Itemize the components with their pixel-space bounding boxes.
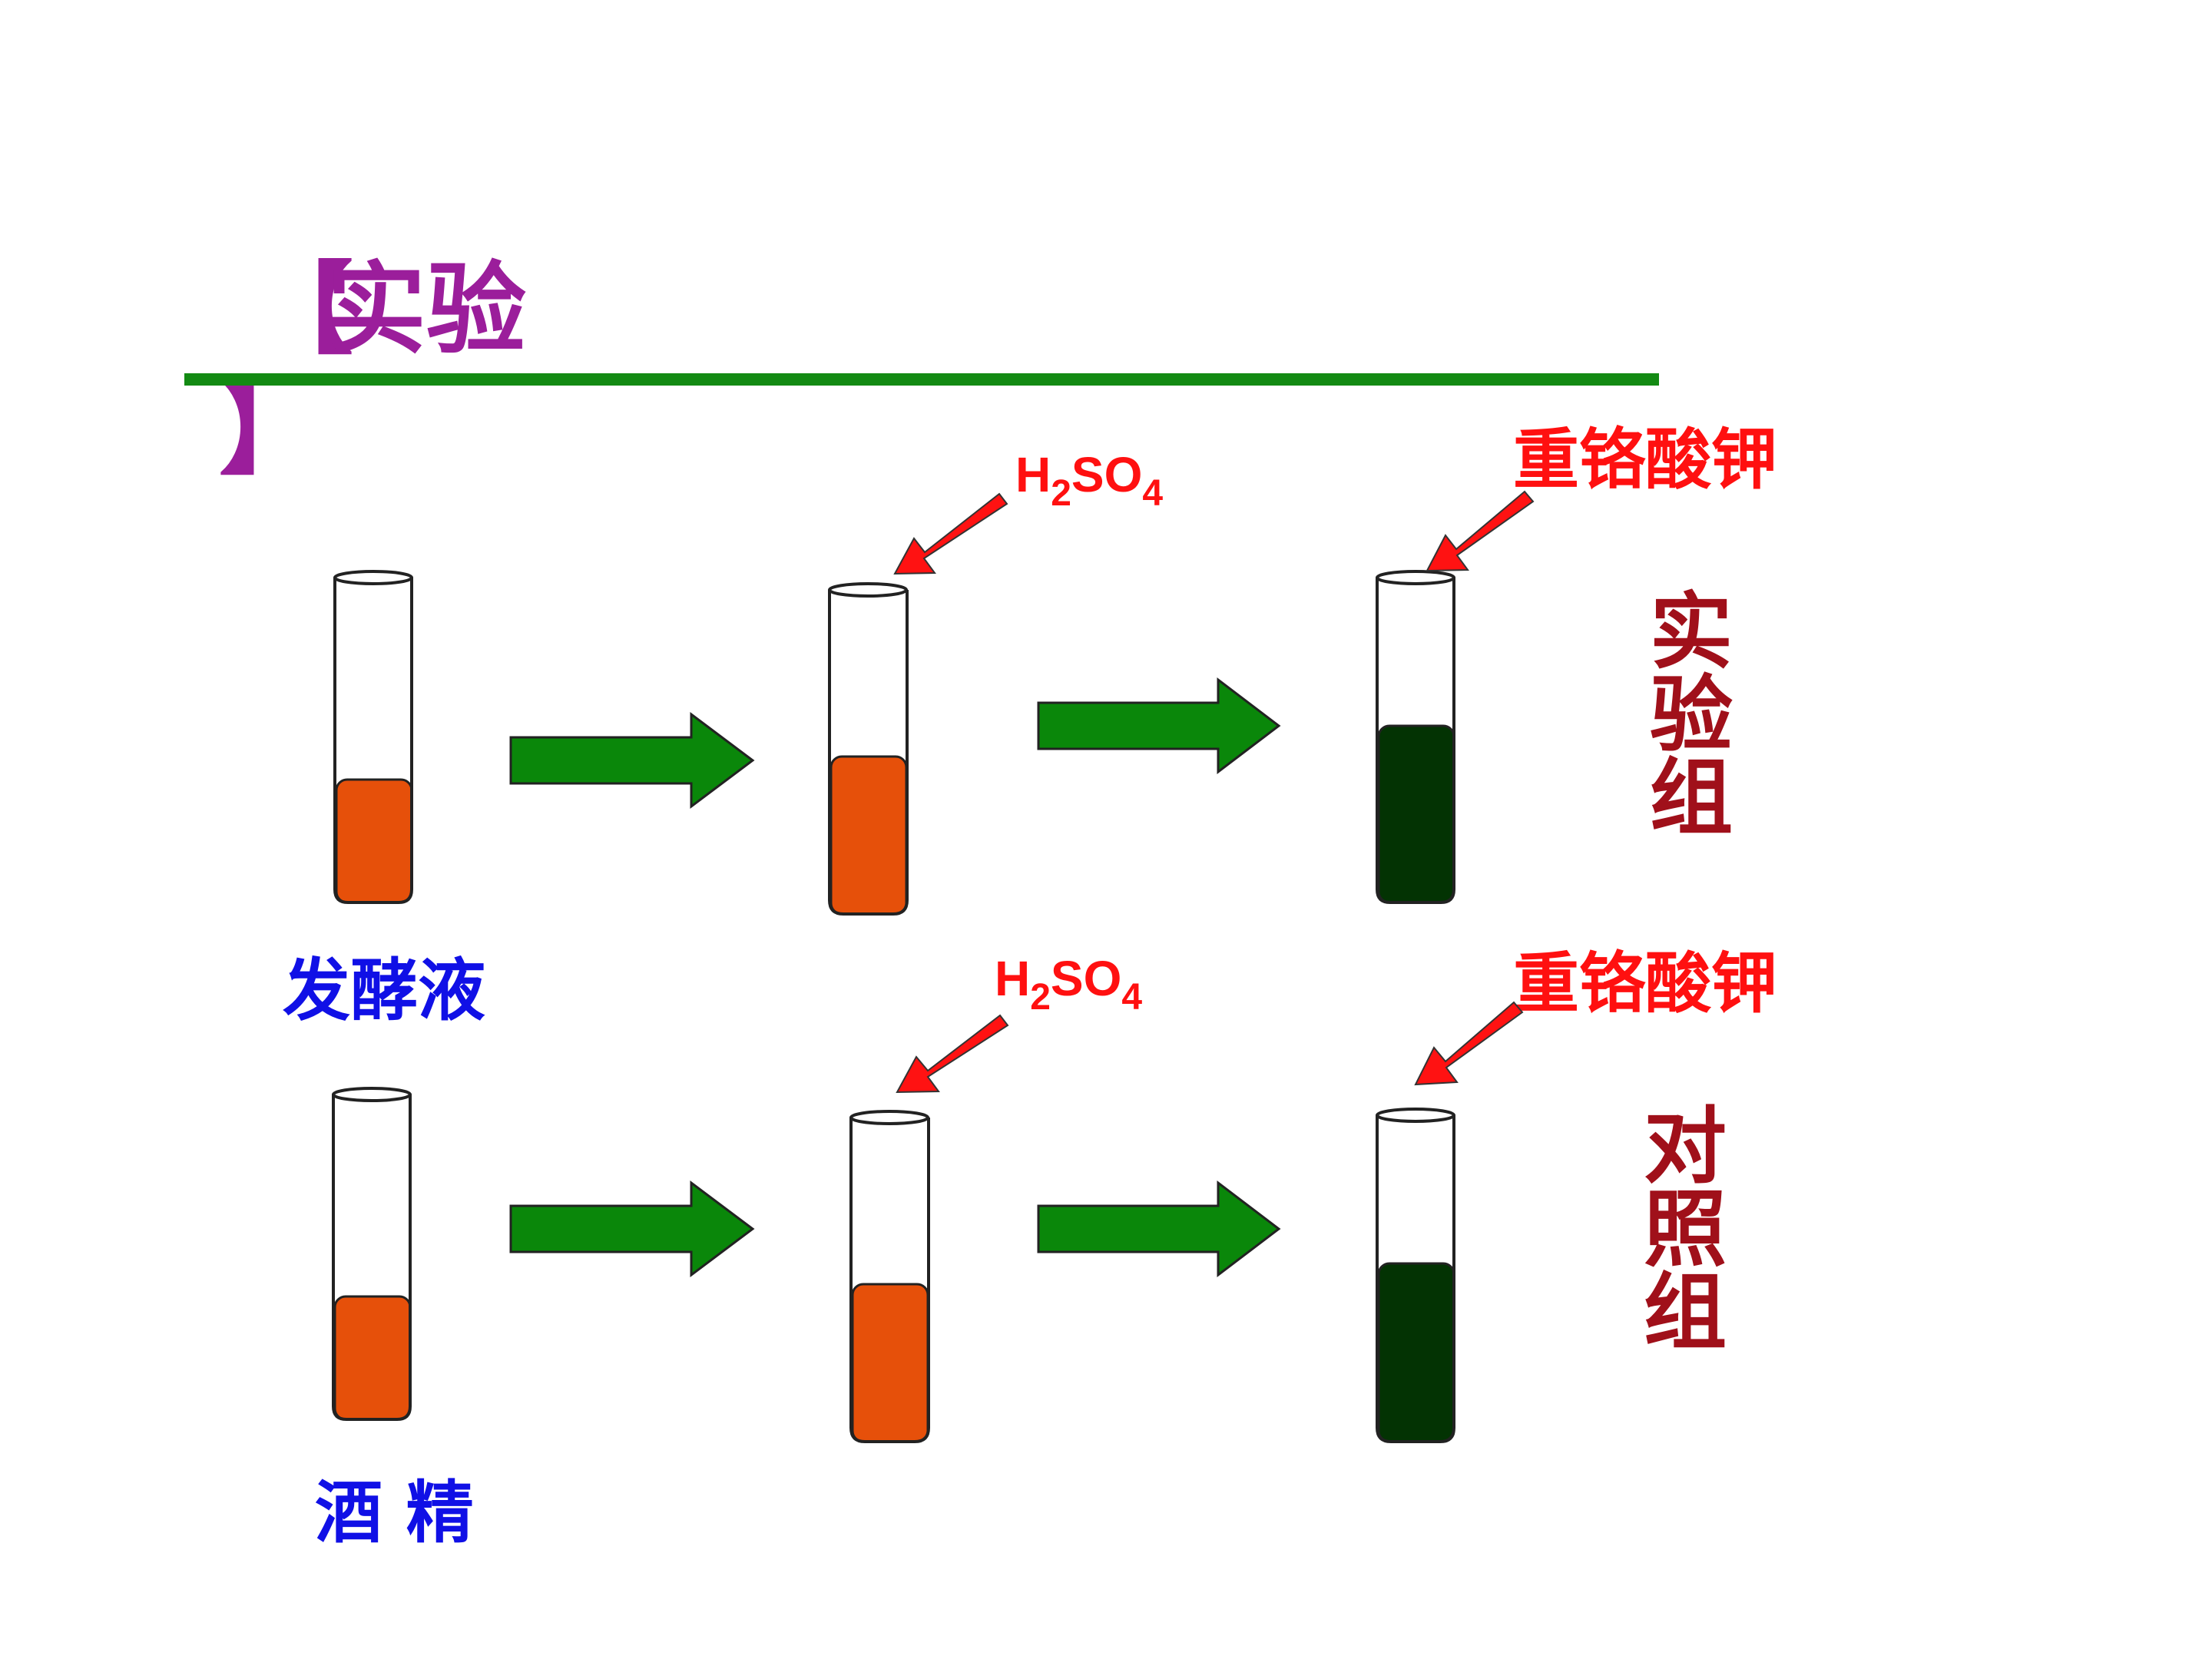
liquid-orange: [851, 1283, 929, 1443]
test-tube-1-1: [333, 570, 413, 904]
tube-rim: [1376, 1108, 1455, 1123]
title-open-bracket: 【: [253, 250, 353, 368]
reagent-h2so4-label: H2SO4: [1015, 447, 1163, 514]
title-close-bracket: 】: [219, 371, 319, 488]
title-group: 【 实验 】: [219, 250, 526, 488]
right-arrow-icon: [1037, 1180, 1281, 1278]
liquid-orange: [830, 755, 908, 916]
liquid-orange: [335, 778, 413, 904]
group-label-char: 对: [1644, 1098, 1727, 1195]
tube-body: [849, 1118, 930, 1443]
pointer-arrow-icon: [1414, 1001, 1524, 1086]
right-arrow-icon: [509, 1181, 755, 1277]
group-label-char: 验: [1650, 667, 1733, 763]
title-divider: [184, 373, 1659, 386]
start-label-fermentation: 发酵液: [283, 950, 485, 1030]
liquid-green: [1377, 1262, 1455, 1443]
group-label-char: 实: [1650, 584, 1733, 680]
right-arrow-icon: [1037, 677, 1281, 775]
test-tube-1-3: [1376, 570, 1455, 904]
test-tube-2-2: [849, 1110, 930, 1443]
tube-rim: [1376, 570, 1455, 585]
start-label-alcohol: 酒 精: [315, 1472, 474, 1552]
tube-rim: [333, 570, 413, 585]
group-label-char: 照: [1644, 1181, 1727, 1278]
group-label-experimental: 实 验 组: [1650, 584, 1733, 846]
tube-rim: [849, 1110, 929, 1125]
reagent-h2so4-label: H2SO4: [995, 951, 1142, 1018]
tube-body: [1376, 578, 1455, 904]
test-tube-2-1: [332, 1087, 412, 1421]
test-tube-1-2: [828, 582, 909, 916]
reagent-dichromate-label: 重铬酸钾: [1513, 945, 1777, 1022]
liquid-orange: [333, 1295, 412, 1421]
group-label-char: 组: [1644, 1264, 1727, 1361]
tube-body: [332, 1094, 412, 1421]
tube-body: [333, 578, 413, 904]
page-title: 实验: [326, 250, 526, 368]
pointer-arrow-icon: [1426, 490, 1535, 572]
right-arrow-icon: [509, 712, 755, 809]
pointer-arrow-icon: [896, 1014, 1009, 1094]
pointer-arrow-icon: [893, 492, 1008, 575]
tube-body: [1376, 1115, 1455, 1443]
test-tube-2-3: [1376, 1108, 1455, 1443]
tube-rim: [828, 582, 908, 598]
reagent-dichromate-label: 重铬酸钾: [1513, 421, 1777, 498]
group-label-control: 对 照 组: [1644, 1098, 1727, 1361]
group-label-char: 组: [1650, 750, 1733, 846]
row-experimental: H2SO4 重铬酸钾 实 验 组 发酵液: [283, 421, 1777, 1030]
tube-body: [828, 590, 909, 916]
tube-rim: [332, 1087, 412, 1102]
liquid-green: [1377, 724, 1455, 904]
row-control: H2SO4 重铬酸钾 对 照 组 酒 精: [315, 945, 1777, 1552]
